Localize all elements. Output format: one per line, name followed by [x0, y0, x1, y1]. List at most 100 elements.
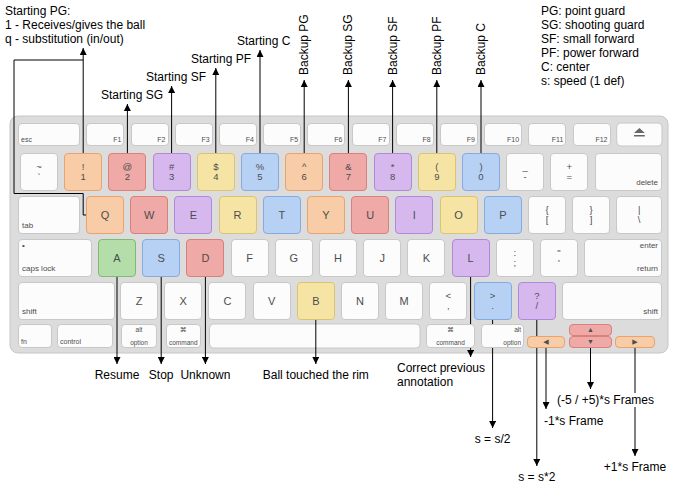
- leader-line: [304, 80, 305, 153]
- key-legend: R: [234, 209, 242, 221]
- key-legend: •: [22, 242, 25, 251]
- key-legend: alt: [514, 326, 521, 333]
- keyboard-key: F: [231, 239, 269, 277]
- key-legend: G: [290, 252, 299, 264]
- key-legend: shift: [22, 308, 37, 317]
- annotation-label: Backup C: [474, 22, 488, 76]
- key-legend: 5: [257, 172, 262, 182]
- annotation-label: s = s*2: [517, 470, 556, 484]
- leader-line: [171, 86, 172, 153]
- key-legend: 2: [125, 172, 130, 182]
- key-legend: O: [454, 209, 463, 221]
- keyboard-key: S: [142, 239, 180, 277]
- key-legend: $: [213, 162, 218, 172]
- keyboard-key: F6: [307, 123, 345, 146]
- key-legend: F3: [202, 136, 210, 144]
- annotation-label: Starting PG:: [4, 4, 71, 18]
- keyboard-key: • caps lock: [18, 239, 92, 277]
- keyboard-key: A: [98, 239, 136, 277]
- keyboard-key: H: [319, 239, 357, 277]
- key-legend: >: [490, 291, 496, 301]
- key-legend: F2: [157, 136, 165, 144]
- key-legend: /: [535, 301, 538, 311]
- keyboard-key: N: [341, 282, 379, 320]
- leader-line: [161, 277, 162, 364]
- keyboard-key: control: [57, 324, 113, 348]
- keyboard-key: %5: [241, 153, 279, 191]
- keyboard-key: R: [219, 196, 257, 234]
- key-legend: F11: [552, 136, 564, 144]
- annotation-label: Resume: [94, 368, 141, 382]
- annotation-label: Starting PF: [190, 52, 252, 66]
- key-legend: 3: [169, 172, 174, 182]
- keyboard-key: O: [440, 196, 478, 234]
- keyboard-key: J: [363, 239, 401, 277]
- leader-line: [117, 277, 118, 364]
- key-legend: esc: [21, 136, 32, 144]
- annotation-label: Starting SF: [145, 70, 207, 84]
- key-legend: ,: [447, 301, 450, 311]
- key-legend: K: [423, 252, 430, 264]
- keyboard-key: ?/: [518, 282, 556, 320]
- key-legend: 7: [346, 172, 351, 182]
- keyboard-key: K: [407, 239, 445, 277]
- key-legend: ◀: [543, 338, 548, 346]
- key-legend: enter: [640, 242, 658, 251]
- keyboard-key: tab: [18, 196, 80, 234]
- key-legend: shift: [643, 308, 658, 317]
- keyboard-key: ▼: [569, 336, 612, 348]
- keyboard-key: shift: [18, 282, 115, 320]
- annotation-label: Unknown: [179, 368, 231, 382]
- key-legend: %: [256, 162, 264, 172]
- keyboard-key: Z: [120, 282, 158, 320]
- key-legend: _: [523, 162, 528, 172]
- annotation-label: +1*s Frame: [603, 460, 667, 474]
- keyboard-key: delete: [595, 153, 662, 191]
- key-legend: option: [130, 339, 148, 346]
- annotation-label: Backup PG: [297, 13, 311, 76]
- keyboard-key: C: [208, 282, 246, 320]
- keyboard-key: P: [484, 196, 522, 234]
- keyboard-key: M: [385, 282, 423, 320]
- keyboard-key: F12: [573, 123, 611, 146]
- key-legend: F: [246, 252, 253, 264]
- keyboard-key: )0: [462, 153, 500, 191]
- keyboard-key: fn: [18, 324, 52, 348]
- leader-line: [215, 68, 216, 153]
- keyboard-key: E: [174, 196, 212, 234]
- key-legend: {: [545, 205, 548, 215]
- keyboard-key: L: [452, 239, 490, 277]
- key-legend: @: [123, 162, 133, 172]
- key-legend: F1: [113, 136, 121, 144]
- key-legend: ⌘: [447, 326, 454, 333]
- key-legend: D: [201, 252, 209, 264]
- keyboard-key: :;: [496, 239, 534, 277]
- leader-line: [14, 60, 86, 215]
- key-legend: 4: [213, 172, 218, 182]
- annotation-label: Backup SG: [341, 13, 355, 76]
- keyboard-key: F4: [219, 123, 257, 146]
- key-legend: <: [446, 291, 452, 301]
- keyboard-key: enter return: [584, 239, 662, 277]
- leader-line: [205, 277, 206, 364]
- key-legend: Z: [136, 295, 143, 307]
- keyboard-key: F7: [352, 123, 390, 146]
- keyboard-key: ◀: [527, 336, 565, 348]
- key-legend: .: [491, 301, 494, 311]
- key-legend: (: [435, 162, 438, 172]
- key-legend: =: [567, 172, 573, 182]
- keyboard-key: U: [351, 196, 389, 234]
- leader-line: [83, 48, 84, 153]
- key-legend: F9: [467, 136, 475, 144]
- key-legend: fn: [21, 338, 27, 346]
- key-legend: U: [366, 209, 374, 221]
- key-legend: L: [468, 252, 474, 264]
- key-legend: caps lock: [22, 265, 55, 274]
- leader-line: [481, 80, 482, 153]
- leader-line: [348, 80, 349, 153]
- key-legend: ": [557, 248, 560, 258]
- keyboard-key: altoption: [481, 324, 524, 348]
- key-legend: return: [637, 265, 658, 274]
- eject-icon: [634, 128, 645, 133]
